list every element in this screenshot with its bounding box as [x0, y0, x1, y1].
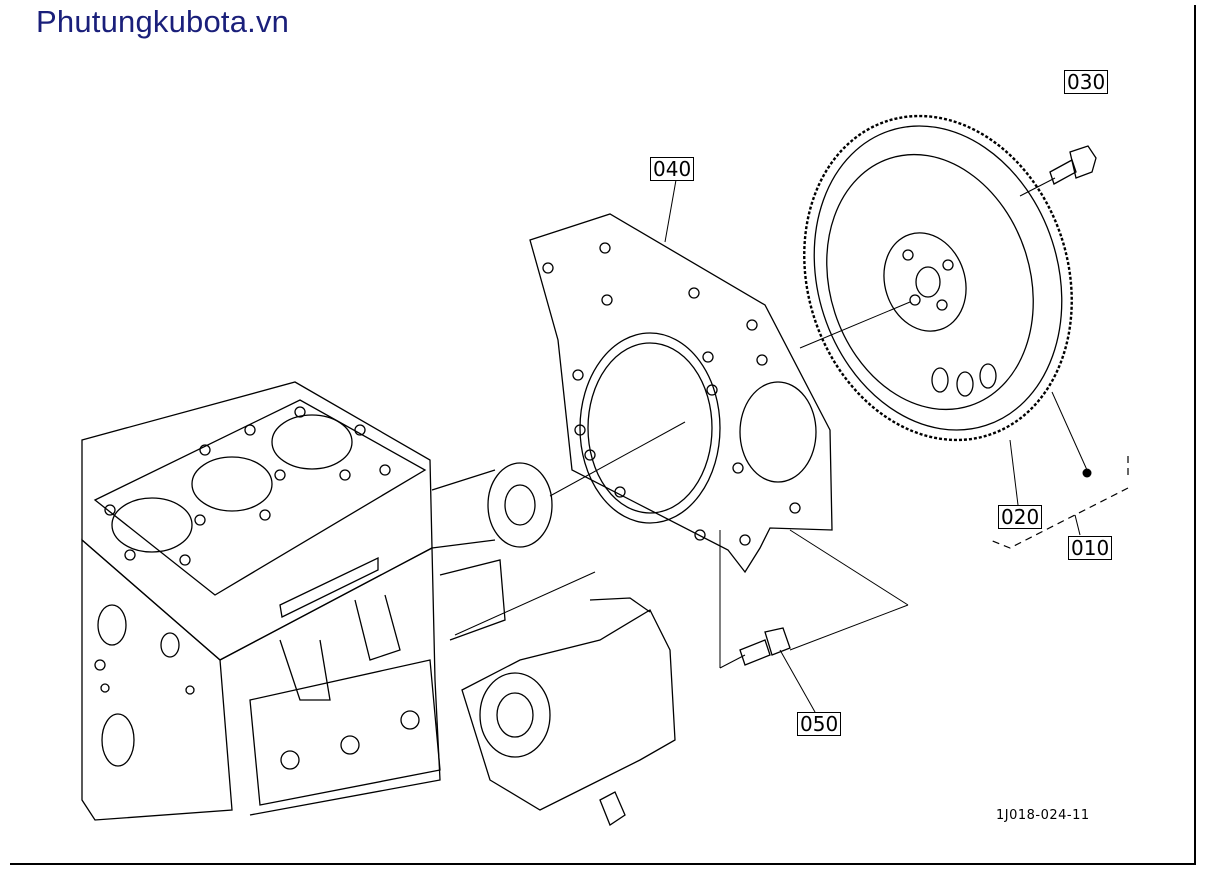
assembly-dot: [1082, 468, 1092, 478]
flywheel: [803, 114, 1073, 442]
callout-040[interactable]: 040: [650, 157, 695, 181]
starter-motor: [461, 597, 676, 826]
assembly-bracket: [989, 456, 1129, 549]
engine-block: [81, 381, 553, 821]
callout-050[interactable]: 050: [797, 712, 842, 736]
drawing-frame: [10, 5, 1196, 865]
rear-end-plate: [529, 213, 833, 574]
starter-bolt: [739, 627, 791, 666]
flywheel-bolt: [1049, 145, 1097, 185]
callout-020[interactable]: 020: [998, 505, 1043, 529]
drawing-code: 1J018-024-11: [996, 808, 1090, 823]
callout-030[interactable]: 030: [1064, 70, 1109, 94]
watermark-logo-text: Phutungkubota.vn: [36, 4, 290, 39]
callout-010[interactable]: 010: [1068, 536, 1113, 560]
leader-lines: [454, 177, 1088, 713]
